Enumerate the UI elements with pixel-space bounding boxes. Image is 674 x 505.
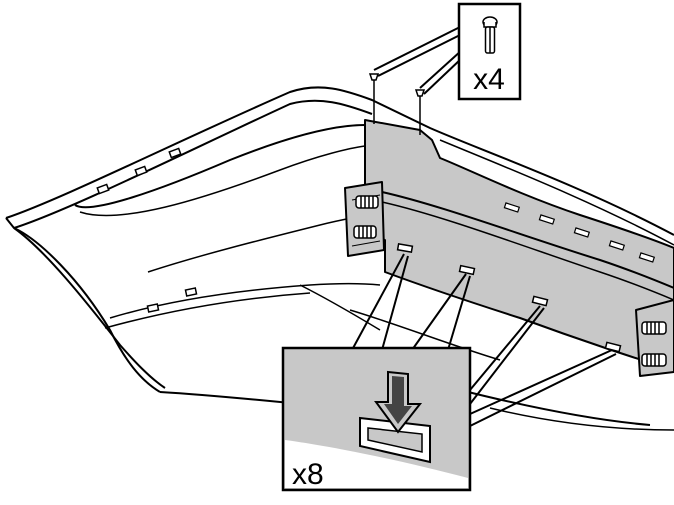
clip-callout-floor [285, 440, 468, 488]
bumper-end-panel [344, 119, 674, 377]
stud-lower-left [353, 225, 377, 239]
rail-slots [503, 202, 656, 263]
stud-lower-right [641, 353, 667, 367]
fastener-quantity-label: x4 [473, 63, 505, 96]
stud-upper-right [641, 321, 667, 335]
stud-upper-left [355, 195, 379, 209]
fastener-leader-lines [373, 25, 463, 95]
clip-slot-detail [359, 416, 431, 464]
top-surface-tabs [96, 147, 198, 313]
push-pin-rivet-icon [482, 16, 498, 54]
clip-callout: x8 [281, 253, 617, 492]
clip-quantity-label: x8 [292, 458, 324, 491]
threaded-studs [353, 195, 667, 367]
down-arrow-icon [374, 370, 423, 434]
fastener-pins [368, 73, 426, 135]
clip-slots [396, 242, 622, 353]
fastener-callout: x4 [368, 2, 522, 135]
clip-leader-lines [351, 253, 617, 427]
